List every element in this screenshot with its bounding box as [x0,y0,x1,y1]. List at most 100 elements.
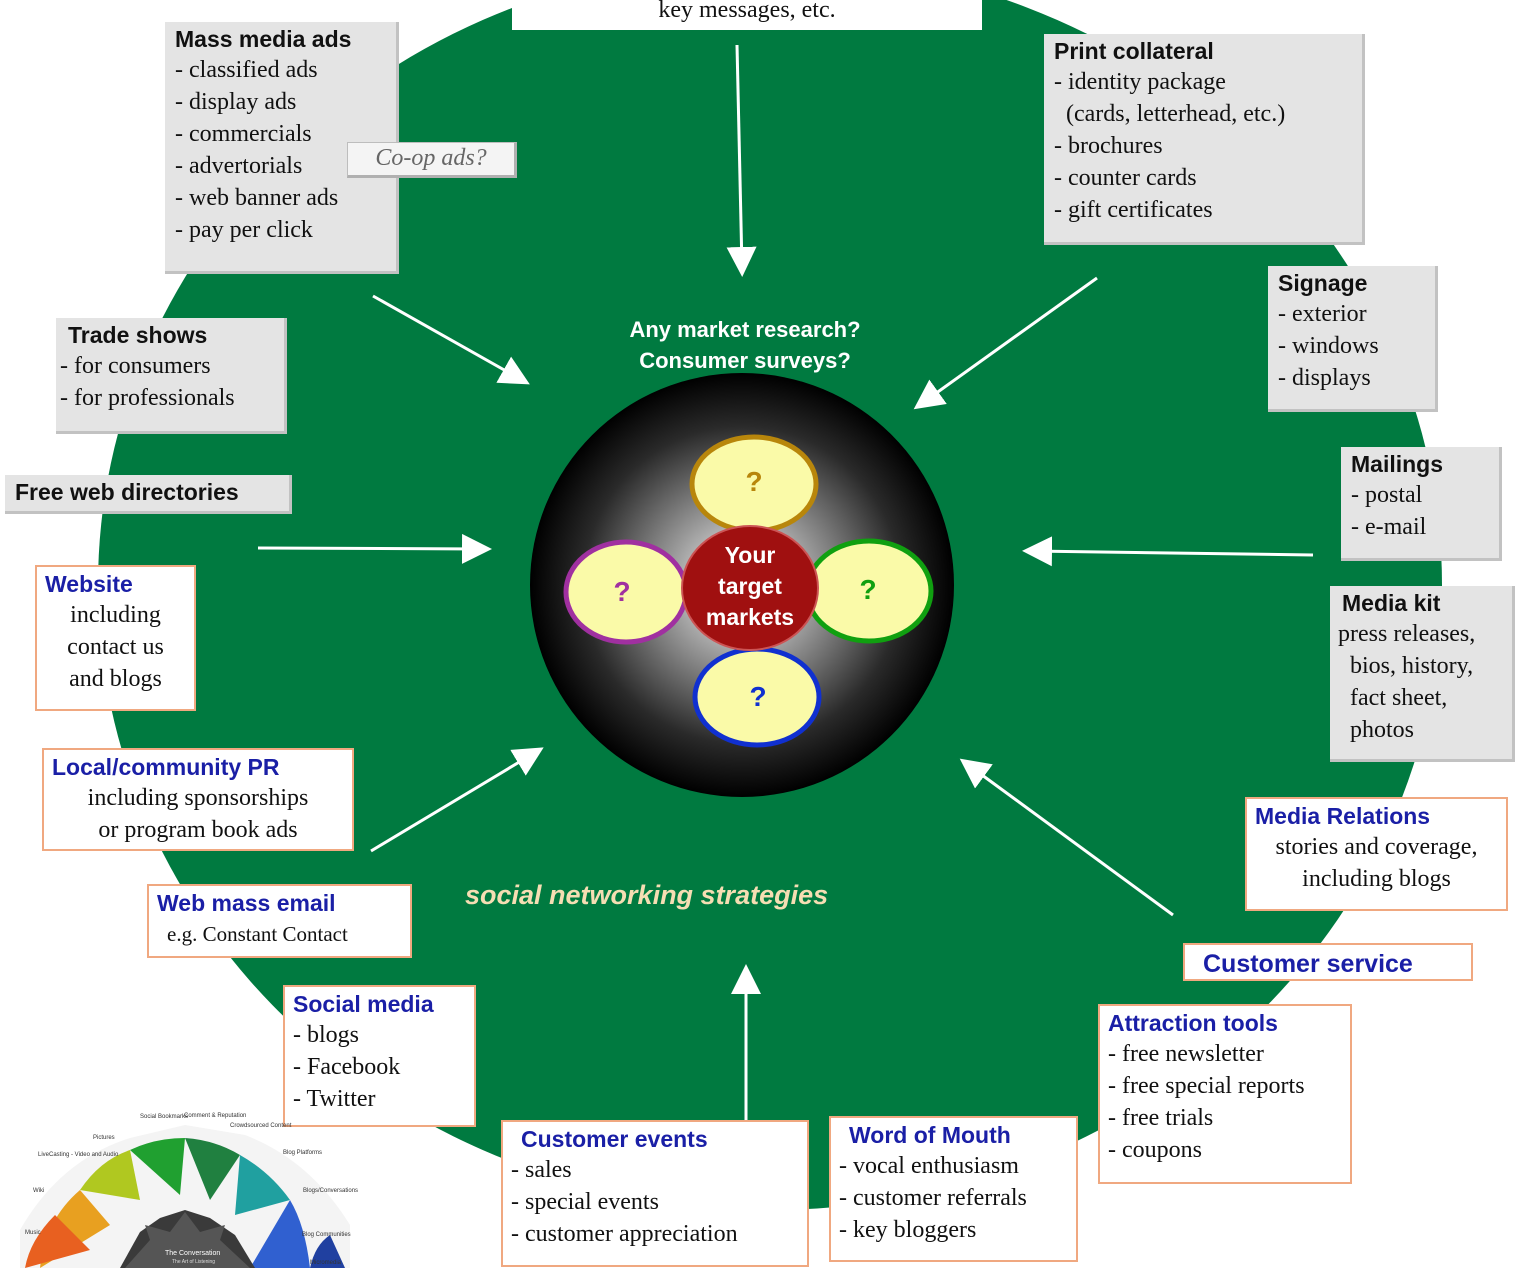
local-pr-title: Local/community PR [52,754,280,780]
mass-media-item: - commercials [175,121,312,147]
customer-service-title: Customer service [1203,950,1413,978]
arrow-from-website [257,533,492,564]
thumbnail-label: Comment & Reputation [184,1113,247,1119]
customer-service-box: Customer service [1183,943,1473,981]
core-label-line-3: markets [705,604,795,630]
web-mass-email-item: e.g. Constant Contact [167,922,348,946]
print-item: - gift certificates [1054,197,1213,223]
signage-item: - exterior [1278,301,1367,327]
print-collateral-box: Print collateral - identity package (car… [1044,34,1365,245]
signage-item: - displays [1278,365,1371,391]
mailings-title: Mailings [1351,451,1444,477]
signage-box: Signage - exterior - windows - displays [1268,266,1438,412]
social-media-box: Social media - blogs - Facebook - Twitte… [283,985,476,1127]
social-networking-label: social networking strategies [465,880,829,910]
customer-events-box: Customer events - sales - special events… [501,1120,809,1267]
local-pr-item: including sponsorships [87,785,309,811]
customer-events-item: - customer appreciation [511,1221,738,1247]
thumbnail-label: Music [25,1230,41,1236]
print-item: - brochures [1054,133,1163,159]
segment-left-label: ? [613,576,631,607]
customer-events-item: - sales [511,1157,572,1183]
thumbnail-label: Blog Platforms [283,1150,323,1156]
mailings-item: - postal [1351,482,1423,508]
attraction-item: - free newsletter [1108,1041,1264,1067]
media-relations-item: stories and coverage, [1275,834,1478,860]
free-web-directories-box: Free web directories [5,475,292,514]
thumbnail-label: Micromedia [310,1260,342,1266]
social-media-title: Social media [293,991,434,1017]
website-box: Website including contact us and blogs [35,565,196,711]
arrow-from-print [913,276,1098,410]
word-of-mouth-item: - key bloggers [839,1217,977,1243]
customer-events-item: - special events [511,1189,659,1215]
arrow-from-top [726,44,757,277]
signage-title: Signage [1278,270,1368,296]
word-of-mouth-item: - vocal enthusiasm [839,1153,1019,1179]
print-item: - counter cards [1054,165,1197,191]
word-of-mouth-title: Word of Mouth [849,1122,1011,1148]
word-of-mouth-box: Word of Mouth - vocal enthusiasm - custo… [829,1116,1078,1262]
arrow-from-mailings [1022,536,1314,567]
thumbnail-label: Pictures [93,1135,115,1141]
coop-ads-text: Co-op ads? [375,145,487,171]
social-media-item: - Twitter [293,1086,376,1112]
print-item: - identity package [1054,69,1226,95]
media-kit-item: fact sheet, [1338,685,1448,711]
media-kit-item: photos [1338,717,1415,743]
arrow-from-local-pr [370,747,544,853]
social-media-conversation-thumbnail [20,1108,350,1268]
media-kit-title: Media kit [1342,590,1441,616]
attraction-item: - coupons [1108,1137,1202,1163]
social-media-item: - Facebook [293,1054,401,1080]
web-mass-email-title: Web mass email [157,890,336,916]
thumbnail-label: Blogs/Conversations [303,1188,359,1194]
top-key-messages-box: key messages, etc. [512,0,982,30]
segment-bottom-label: ? [749,681,767,712]
thumbnail-label: Crowdsourced Content [230,1123,292,1129]
thumbnail-label: The Conversation [165,1250,221,1257]
attraction-item: - free trials [1108,1105,1214,1131]
coop-ads-box: Co-op ads? [347,142,517,178]
arrow-from-customer-service [959,758,1174,917]
media-kit-item: press releases, [1338,621,1476,647]
mailings-box: Mailings - postal - e-mail [1341,447,1502,561]
core-label-line-2: target [718,573,782,599]
market-research-question: Any market research? Consumer surveys? [560,314,930,376]
media-relations-title: Media Relations [1255,803,1431,829]
website-item: and blogs [69,666,162,692]
local-community-pr-box: Local/community PR including sponsorship… [42,748,354,851]
attraction-tools-title: Attraction tools [1108,1010,1278,1036]
question-line-2: Consumer surveys? [639,348,851,373]
mass-media-title: Mass media ads [175,26,352,52]
segment-right-label: ? [859,574,877,605]
thumbnail-label: The Art of Listening [172,1259,216,1265]
web-mass-email-box: Web mass email e.g. Constant Contact [147,884,412,958]
mass-media-item: - classified ads [175,57,318,83]
media-relations-item: including blogs [1302,866,1451,892]
top-box-text: key messages, etc. [658,0,836,23]
core-label: Your target markets [690,540,810,633]
media-relations-box: Media Relations stories and coverage, in… [1245,797,1508,911]
website-title: Website [45,571,133,597]
print-item: (cards, letterhead, etc.) [1054,101,1286,127]
thumbnail-label: Blog Communities [302,1232,351,1238]
signage-item: - windows [1278,333,1379,359]
question-line-1: Any market research? [629,317,861,342]
website-item: contact us [67,634,164,660]
attraction-item: - free special reports [1108,1073,1305,1099]
thumbnail-label: Social Bookmarks [140,1114,189,1120]
attraction-tools-box: Attraction tools - free newsletter - fre… [1098,1004,1352,1184]
trade-shows-item: - for professionals [60,385,235,411]
customer-events-title: Customer events [521,1126,708,1152]
free-web-directories-title: Free web directories [15,479,239,505]
trade-shows-item: - for consumers [60,353,211,379]
print-collateral-title: Print collateral [1054,38,1214,64]
thumbnail-label: LiveCasting - Video and Audio [38,1152,119,1158]
word-of-mouth-item: - customer referrals [839,1185,1027,1211]
core-target-markets [681,525,819,651]
website-item: including [70,602,161,628]
trade-shows-box: Trade shows - for consumers - for profes… [56,318,287,434]
core-label-line-1: Your [724,542,776,568]
